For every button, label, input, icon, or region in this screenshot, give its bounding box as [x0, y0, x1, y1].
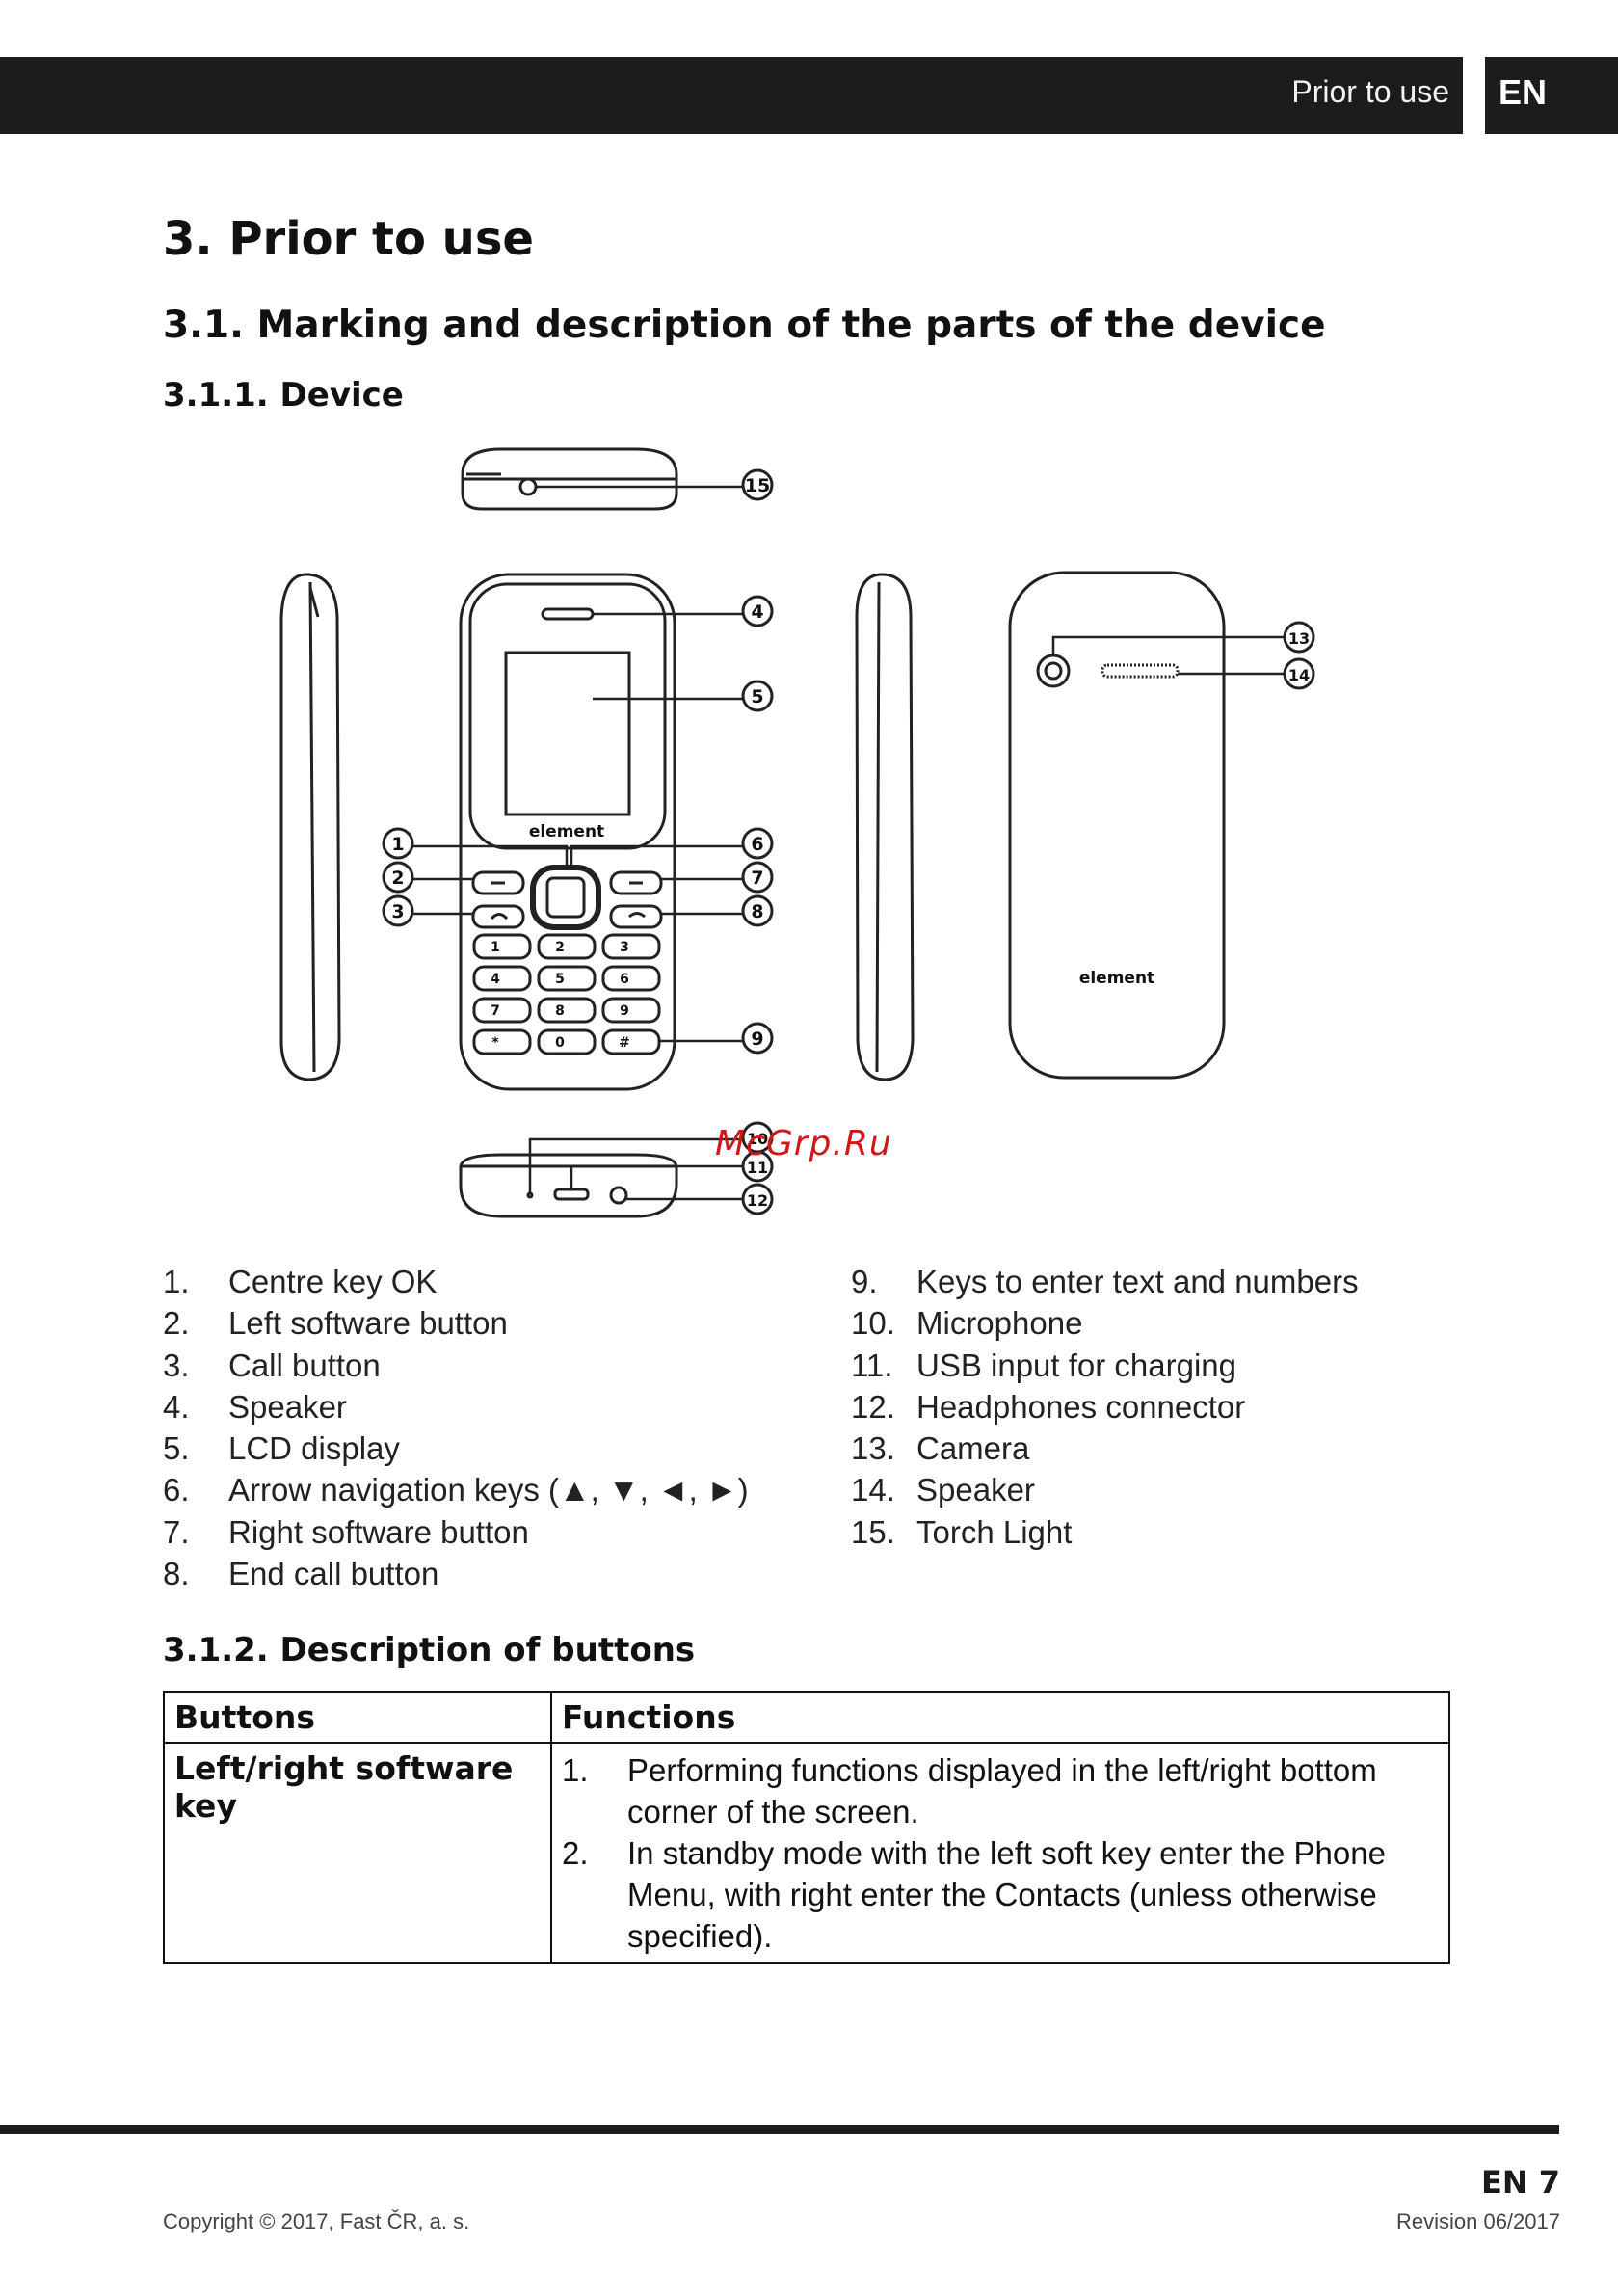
svg-text:11: 11	[747, 1159, 768, 1177]
list-item: 8.End call button	[163, 1556, 439, 1592]
language-badge: EN	[1485, 57, 1618, 134]
svg-text:9: 9	[751, 1028, 763, 1050]
svg-text:4: 4	[751, 601, 763, 623]
svg-text:5: 5	[751, 686, 763, 707]
svg-text:3: 3	[391, 901, 404, 922]
svg-text:0: 0	[555, 1035, 565, 1051]
phone-right-side-view	[855, 573, 915, 1081]
callout-numbers: 15 4 5 1 2 3 6 7 8 9 10 11 12 13 14	[391, 475, 1310, 1210]
parts-list-right: 9.Keys to enter text and numbers 10.Micr…	[851, 1261, 1359, 1553]
language-label: EN	[1499, 72, 1548, 112]
phone-left-side-view	[279, 573, 341, 1081]
list-item: 9.Keys to enter text and numbers	[851, 1264, 1359, 1299]
column-header-buttons: Buttons	[163, 1691, 552, 1744]
svg-text:1: 1	[491, 940, 500, 955]
list-item: 7.Right software button	[163, 1513, 529, 1550]
svg-text:15: 15	[745, 475, 770, 496]
function-item: 2. In standby mode with the left soft ke…	[562, 1835, 1386, 1954]
svg-text:5: 5	[555, 972, 565, 987]
svg-text:14: 14	[1288, 666, 1310, 684]
svg-text:9: 9	[620, 1003, 629, 1019]
svg-text:2: 2	[391, 868, 404, 889]
back-brand-logo: element	[1079, 969, 1154, 988]
list-item: 3.Call button	[163, 1347, 381, 1383]
svg-text:4: 4	[491, 972, 500, 987]
header-bar: Prior to use	[0, 57, 1463, 134]
svg-text:*: *	[491, 1035, 499, 1051]
revision-text: Revision 06/2017	[1395, 2209, 1560, 2233]
subsection-device-heading: 3.1.1. Device	[163, 376, 404, 414]
list-item: 15.Torch Light	[851, 1513, 1073, 1550]
subsection-buttons-heading: 3.1.2. Description of buttons	[163, 1631, 696, 1669]
svg-text:6: 6	[620, 972, 629, 987]
svg-text:12: 12	[747, 1191, 768, 1210]
list-item: 13.Camera	[851, 1430, 1030, 1467]
function-item: 1. Performing functions displayed in the…	[562, 1752, 1377, 1829]
keypad	[472, 933, 661, 1055]
phone-top-view	[461, 447, 678, 511]
device-diagram: element element 1 2 3 4 5 6 7 8 9 * 0 #	[279, 447, 1315, 1218]
column-header-functions: Functions	[550, 1691, 1450, 1744]
list-item: 14.Speaker	[851, 1472, 1035, 1508]
list-item: 4.Speaker	[163, 1388, 347, 1425]
functions-cell: 1. Performing functions displayed in the…	[550, 1742, 1450, 1964]
parts-list-left: 1.Centre key OK 2.Left software button 3…	[163, 1261, 749, 1594]
phone-bottom-view	[459, 1153, 678, 1218]
callout-lines	[411, 485, 1285, 1201]
list-item: 1.Centre key OK	[163, 1264, 438, 1299]
button-name-cell: Left/right software key	[163, 1742, 552, 1964]
svg-text:1: 1	[391, 834, 404, 855]
table-row: Left/right software key 1. Performing fu…	[163, 1742, 1450, 1964]
header-section-title: Prior to use	[1291, 74, 1449, 109]
footer-rule	[0, 2125, 1559, 2134]
phone-back-view	[1008, 571, 1226, 1080]
svg-text:3: 3	[620, 940, 629, 955]
list-item: 10.Microphone	[851, 1305, 1083, 1342]
copyright-text: Copyright © 2017, Fast ČR, a. s.	[163, 2209, 470, 2233]
front-brand-logo: element	[529, 822, 604, 841]
svg-text:6: 6	[751, 834, 763, 855]
page-title: 3. Prior to use	[163, 212, 534, 266]
list-item: 12.Headphones connector	[851, 1388, 1246, 1425]
svg-text:7: 7	[491, 1003, 500, 1019]
svg-text:7: 7	[751, 868, 763, 889]
page-number: EN 7	[1480, 2164, 1560, 2201]
callout-circles	[382, 468, 1315, 1215]
list-item: 5.LCD display	[163, 1430, 400, 1467]
svg-text:10: 10	[747, 1130, 768, 1148]
list-item: 2.Left software button	[163, 1305, 508, 1342]
list-item: 11.USB input for charging	[851, 1347, 1237, 1383]
table-header-row: Buttons Functions	[163, 1691, 1450, 1744]
watermark: McGrp.Ru	[715, 1124, 892, 1163]
svg-text:2: 2	[555, 940, 565, 955]
list-item: 6.Arrow navigation keys (▲, ▼, ◄, ►)	[163, 1472, 749, 1508]
keypad-labels: 1 2 3 4 5 6 7 8 9 * 0 #	[491, 940, 630, 1051]
svg-text:13: 13	[1288, 629, 1310, 648]
svg-text:8: 8	[751, 901, 763, 922]
buttons-table: Buttons Functions Left/right software ke…	[163, 1691, 1450, 1964]
svg-text:8: 8	[555, 1003, 565, 1019]
section-heading: 3.1. Marking and description of the part…	[163, 304, 1326, 347]
svg-text:#: #	[619, 1035, 630, 1051]
